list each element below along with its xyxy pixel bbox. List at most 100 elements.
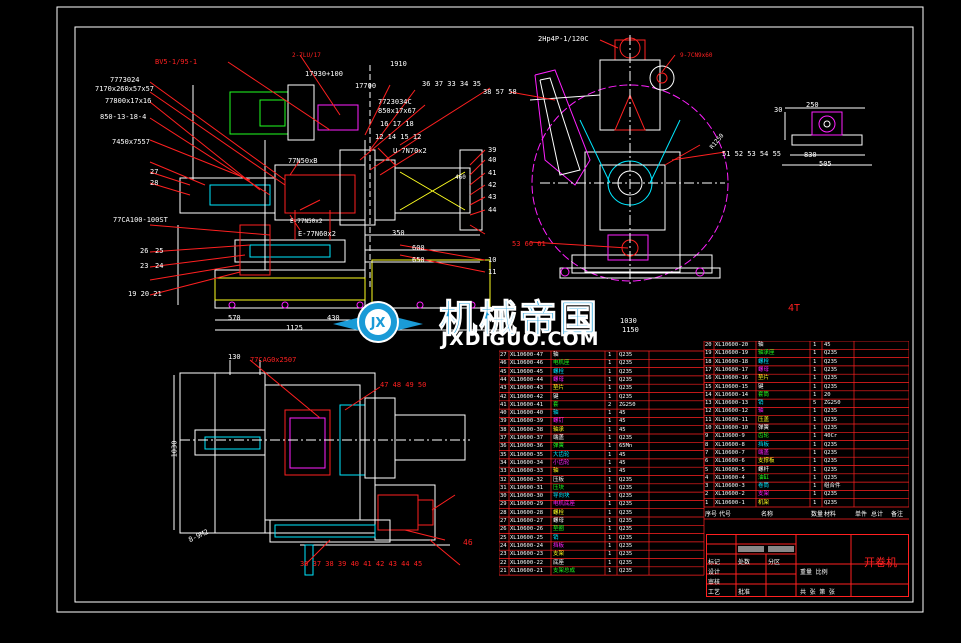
- parts-cell-code: XL10600-10: [715, 425, 749, 431]
- parts-cell-mat: 组合件: [824, 483, 841, 490]
- title-label-count: 处数: [738, 559, 751, 566]
- parts-cell-code: XL10600-5: [715, 466, 745, 473]
- parts-cell-qty: 1: [608, 518, 612, 524]
- parts-cell-qty: 1: [608, 410, 612, 417]
- label-17700: 17700: [355, 82, 377, 90]
- parts-cell-qty: 1: [813, 342, 817, 348]
- label-e77n60: E-77N60x2: [298, 230, 336, 238]
- label-77800: 77800x17x16: [105, 97, 152, 105]
- parts-cell-mat: Q235: [619, 493, 633, 500]
- label-39: 39: [488, 146, 497, 154]
- dim-830: 830: [804, 151, 817, 159]
- parts-cell-mat: Q235: [619, 559, 633, 566]
- parts-cell-code: XL10600-33: [510, 468, 544, 475]
- parts-cell-qty: 1: [608, 542, 612, 549]
- parts-cell-mat: 45: [824, 342, 831, 348]
- parts-cell-name: 底座: [553, 559, 565, 566]
- label-77n50: 77N50xB: [288, 157, 318, 165]
- label-28: 28: [150, 179, 159, 187]
- parts-cell-name: 电机底座: [553, 501, 576, 508]
- parts-cell-code: XL10600-26: [510, 526, 544, 533]
- parts-cell-code: XL10600-24: [510, 542, 544, 549]
- parts-cell-name: 螺杆: [758, 466, 770, 473]
- label-7723034: 7723034C: [378, 98, 412, 106]
- parts-cell-name: 轴: [758, 342, 764, 348]
- parts-cell-code: XL10600-11: [715, 416, 749, 423]
- parts-cell-qty: 1: [608, 567, 612, 574]
- label-40: 40: [488, 156, 497, 164]
- parts-cell-code: XL10600-35: [510, 451, 544, 458]
- label-7450: 7450x7557: [112, 138, 150, 146]
- parts-cell-name: 螺栓: [553, 509, 565, 516]
- parts-cell-name: 压盖: [758, 416, 770, 423]
- parts-cell-code: XL10600-13: [715, 400, 749, 407]
- parts-cell-name: 螺栓: [553, 368, 565, 375]
- parts-cell-mat: Q235: [824, 441, 838, 448]
- parts-cell-no: 28: [500, 509, 507, 516]
- parts-cell-name: 销: [758, 400, 764, 407]
- parts-cell-qty: 1: [813, 458, 817, 465]
- parts-cell-no: 4: [705, 474, 709, 481]
- parts-cell-no: 31: [500, 484, 507, 491]
- label-27: 27: [150, 168, 159, 176]
- parts-cell-qty: 1: [608, 459, 612, 466]
- parts-cell-code: XL10600-21: [510, 567, 544, 574]
- inner-border: [74, 26, 914, 603]
- parts-cell-qty: 1: [608, 352, 612, 358]
- parts-cell-mat: Q235: [824, 383, 838, 390]
- parts-cell-no: 29: [500, 501, 507, 508]
- parts-cell-mat: 40Cr: [824, 433, 838, 440]
- parts-cell-mat: Q235: [619, 393, 633, 400]
- parts-cell-code: XL10600-39: [510, 418, 544, 425]
- drawing-title: 开卷机: [864, 556, 897, 569]
- parts-cell-code: XL10600-28: [510, 509, 544, 516]
- parts-cell-code: XL10600-25: [510, 534, 544, 541]
- parts-cell-qty: 1: [608, 393, 612, 400]
- parts-cell-no: 14: [705, 391, 712, 398]
- dim-30: 30: [774, 106, 783, 114]
- parts-header-6: 总计: [871, 511, 884, 518]
- parts-cell-name: 轴: [553, 468, 559, 475]
- parts-cell-name: 支架: [758, 491, 770, 498]
- label-10: 10: [488, 256, 497, 264]
- svg-text:JX: JX: [370, 316, 386, 331]
- dim-350: 350: [392, 229, 405, 237]
- label-e77n50: E-77N50x2: [290, 218, 323, 225]
- parts-cell-name: 轴承: [553, 426, 565, 433]
- parts-cell-no: 45: [500, 368, 507, 375]
- title-label-approve: 批准: [738, 589, 751, 596]
- parts-cell-code: XL10600-44: [510, 376, 544, 383]
- parts-cell-code: XL10600-16: [715, 375, 749, 382]
- parts-cell-mat: 45: [619, 426, 626, 433]
- parts-cell-mat: ZG250: [619, 401, 636, 408]
- parts-cell-qty: 1: [608, 476, 612, 483]
- parts-cell-mat: Q235: [619, 518, 633, 524]
- plan-view: [173, 360, 470, 576]
- parts-cell-code: XL10600-15: [715, 383, 749, 390]
- parts-header-2: 名称: [761, 511, 774, 518]
- parts-cell-no: 32: [500, 476, 507, 483]
- parts-cell-mat: Q235: [824, 491, 838, 498]
- parts-cell-qty: 1: [813, 474, 817, 481]
- parts-cell-no: 10: [705, 425, 712, 431]
- parts-cell-name: 端盖: [758, 449, 770, 456]
- label-26: 26: [140, 247, 149, 255]
- parts-cell-code: XL10600-19: [715, 350, 749, 357]
- title-block: 开卷机 重量 比例 标记 处数 分区 设计 审核 工艺 批准 共 张 第 张: [706, 534, 909, 597]
- dim-1150: 1150: [622, 326, 639, 334]
- parts-cell-no: 23: [500, 551, 507, 558]
- parts-cell-name: 挡板: [758, 441, 770, 448]
- label-23: 23: [140, 262, 149, 270]
- parts-cell-name: 销: [553, 534, 559, 541]
- parts-cell-code: XL10600-47: [510, 352, 544, 358]
